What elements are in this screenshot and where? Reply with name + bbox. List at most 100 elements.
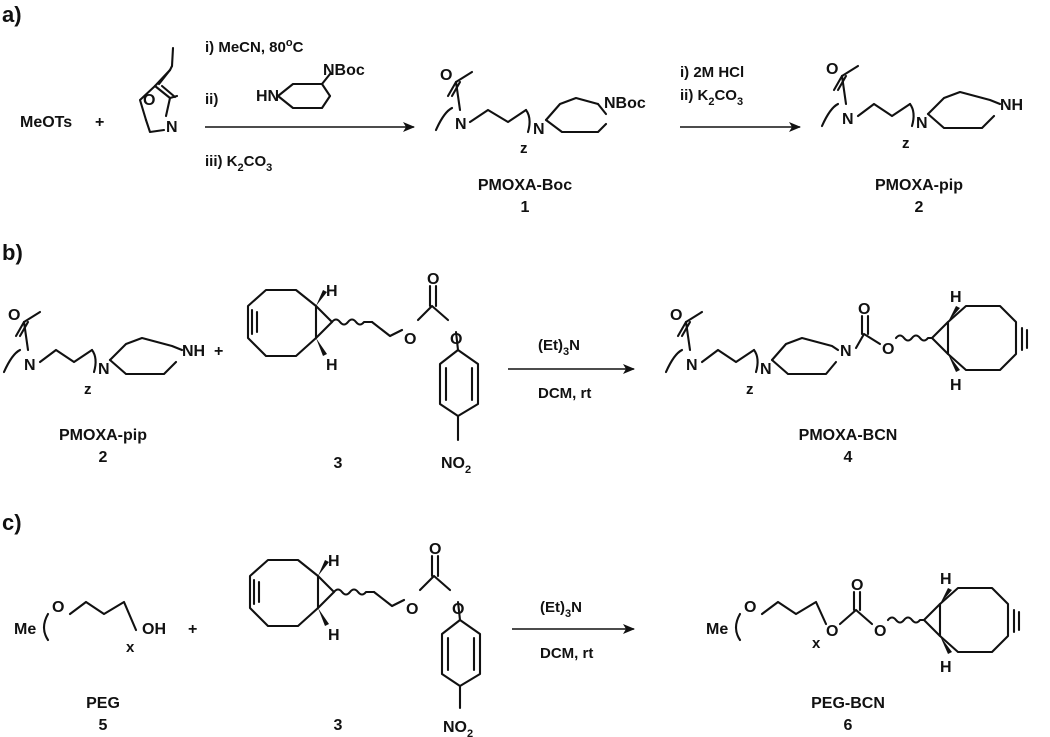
plus-sign: + [95,114,104,131]
reaction-arrow-c: (Et)3N DCM, rt [512,599,635,662]
pmoxa-pip-b-N1: N [24,357,36,374]
peg-bcn-O3: O [851,577,863,594]
bcn-b-H-top: H [326,283,338,300]
pmoxa-pip-b-O: O [8,307,20,324]
panel-a: a) MeOTs + O N i) MeCN, 80oC ii) [2,2,1023,216]
peg-bcn-O4: O [874,623,886,640]
pmoxa-bcn-O2: O [858,301,870,318]
boc-piperazine-HN: HN [256,88,279,105]
svg-text:NO2: NO2 [441,455,471,476]
peg-O: O [52,599,64,616]
peg-bcn-structure: Me O O O O H H x PEG-BCN 6 [706,571,1021,734]
bcn-c-NO2: NO [443,719,467,736]
svg-text:i) MeCN, 80oC: i) MeCN, 80oC [205,37,304,56]
peg-OH: OH [142,621,166,638]
pmoxa-boc-NBoc: NBoc [604,95,646,112]
peg-bcn-number: 6 [844,717,853,734]
oxazoline-structure: O N [138,46,179,136]
bcn-carbonate-structure-c: H H O O O NO2 3 [248,541,482,737]
peg-number: 5 [99,717,108,734]
svg-text:(Et)3N: (Et)3N [540,599,582,620]
bcn-b-number: 3 [334,455,343,472]
pmoxa-bcn-name: PMOXA-BCN [799,427,898,444]
pmoxa-pip-structure-a: O N N NH z PMOXA-pip 2 [820,61,1023,216]
panel-b: b) O N N NH z PMOXA-pip 2 + [2,240,1029,476]
boc-piperazine-NBoc: NBoc [323,62,365,79]
bcn-b-H-bottom: H [326,357,338,374]
condition-c-reagent: (Et) [540,599,565,616]
peg-bcn-O1: O [744,599,756,616]
peg-structure: Me O OH x PEG 5 [14,599,166,734]
svg-text:iii) K2CO3: iii) K2CO3 [205,153,272,174]
condition-b-solvent: DCM, rt [538,385,591,402]
peg-bcn-H-top: H [940,571,952,588]
bcn-c-H-bottom: H [328,627,340,644]
bcn-b-O-ester1: O [404,331,416,348]
peg-bcn-repeat-x: x [812,635,821,652]
oxazoline-O: O [143,92,155,109]
condition-step3: iii) K [205,153,238,170]
pmoxa-boc-repeat-z: z [520,140,528,157]
bcn-b-O-ester2: O [450,331,462,348]
pmoxa-boc-number: 1 [521,199,530,216]
condition-step2: ii) [205,91,218,108]
pmoxa-pip-a-name: PMOXA-pip [875,177,963,194]
pmoxa-boc-name: PMOXA-Boc [478,177,572,194]
condition-b-reagent: (Et) [538,337,563,354]
pmoxa-bcn-structure: O N N N O O H H z PMOXA-BCN 4 [664,289,1029,466]
pmoxa-bcn-N1: N [686,357,698,374]
pmoxa-bcn-O3: O [882,341,894,358]
peg-Me: Me [14,621,36,638]
pmoxa-pip-a-repeat-z: z [902,135,910,152]
pmoxa-pip-b-NH: NH [182,343,205,360]
svg-text:NO2: NO2 [443,719,473,737]
pmoxa-bcn-N3: N [840,343,852,360]
pmoxa-pip-b-name: PMOXA-pip [59,427,147,444]
condition2-step2: ii) K [680,87,708,104]
peg-name: PEG [86,695,120,712]
bcn-carbonate-structure-b: H H O O O NO2 3 [246,271,480,476]
pmoxa-bcn-O1: O [670,307,682,324]
bcn-c-O-carbonyl: O [429,541,441,558]
bcn-c-number: 3 [334,717,343,734]
peg-bcn-name: PEG-BCN [811,695,885,712]
plus-sign-c: + [188,621,197,638]
reaction-arrow-a1: i) MeCN, 80oC ii) HN NBoc iii) K2CO3 [205,37,415,174]
plus-sign-b: + [214,343,223,360]
condition-step1: i) MeCN, 80 [205,39,286,56]
bcn-c-O-ester2: O [452,601,464,618]
bcn-c-H-top: H [328,553,340,570]
pmoxa-pip-b-N2: N [98,361,110,378]
bcn-b-O-carbonyl: O [427,271,439,288]
pmoxa-boc-N2: N [533,121,545,138]
pmoxa-pip-b-repeat-z: z [84,381,92,398]
pmoxa-boc-N1: N [455,116,467,133]
pmoxa-pip-a-number: 2 [915,199,924,216]
peg-bcn-O2: O [826,623,838,640]
peg-repeat-x: x [126,639,135,656]
svg-text:ii) K2CO3: ii) K2CO3 [680,87,743,108]
reaction-arrow-b: (Et)3N DCM, rt [508,337,635,402]
oxazoline-N: N [166,119,178,136]
peg-bcn-Me: Me [706,621,728,638]
pmoxa-boc-structure: O N N NBoc z PMOXA-Boc 1 [434,67,646,216]
panel-a-label: a) [2,2,22,27]
pmoxa-pip-a-N2: N [916,115,928,132]
panel-b-label: b) [2,240,23,265]
condition2-step1: i) 2M HCl [680,64,744,81]
pmoxa-bcn-number: 4 [844,449,853,466]
meots-reactant: MeOTs [20,114,72,131]
pmoxa-pip-a-O: O [826,61,838,78]
pmoxa-pip-a-NH: NH [1000,97,1023,114]
bcn-c-O-ester1: O [406,601,418,618]
pmoxa-pip-a-N1: N [842,111,854,128]
condition-c-solvent: DCM, rt [540,645,593,662]
peg-bcn-H-bottom: H [940,659,952,676]
pmoxa-boc-O: O [440,67,452,84]
pmoxa-pip-b-number: 2 [99,449,108,466]
boc-piperazine-structure: HN NBoc [256,62,365,110]
pmoxa-bcn-H-bottom: H [950,377,962,394]
reaction-arrow-a2: i) 2M HCl ii) K2CO3 [680,64,801,132]
pmoxa-bcn-N2: N [760,361,772,378]
